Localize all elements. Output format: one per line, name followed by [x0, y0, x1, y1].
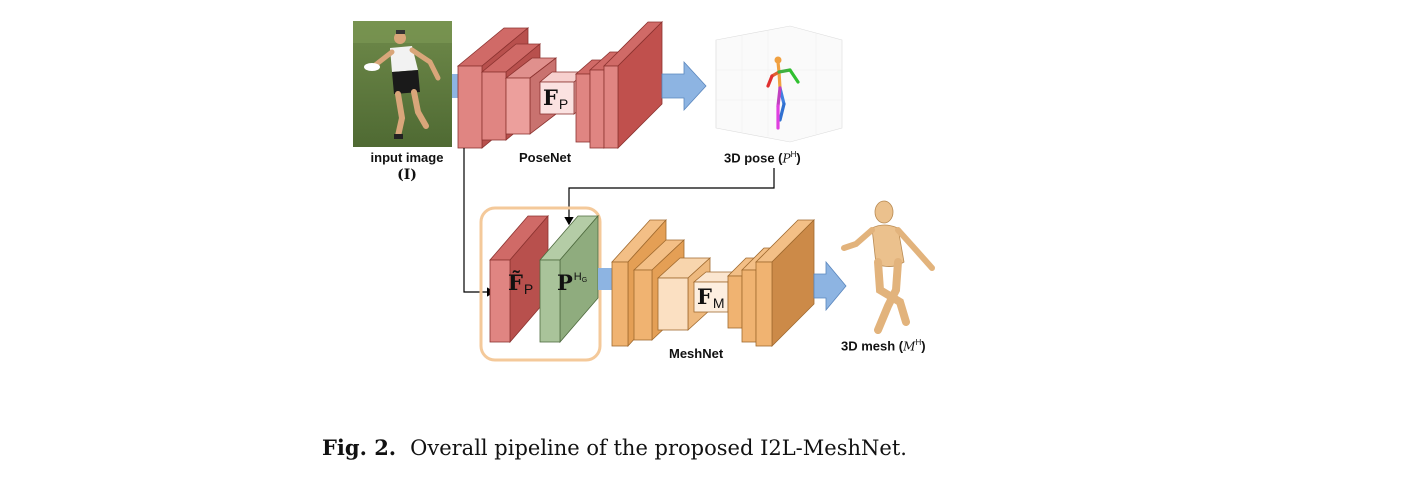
pose-3d-plot: [715, 25, 843, 143]
heatmap-block: [539, 214, 599, 344]
posenet-blocks: [456, 21, 663, 149]
input-connector: [452, 74, 460, 98]
lifted-feature-symbol: F̃P: [508, 270, 533, 297]
pose-3d-label: 3D pose (PH): [724, 150, 801, 165]
input-image: [353, 21, 452, 147]
heatmap-main: P: [557, 270, 573, 295]
meshnet-output-arrow: [813, 260, 847, 312]
posenet-output-arrow: [661, 60, 707, 112]
pose-feedback-arrow: [564, 168, 775, 226]
mesh-3d-suffix: ): [921, 338, 926, 354]
posenet-feature-symbol: FP: [543, 85, 568, 112]
input-image-label: input image (I): [355, 150, 459, 183]
fusion-connector: [598, 268, 612, 290]
mesh-3d-sup: H: [915, 338, 922, 347]
lifted-feature-block: [489, 214, 549, 344]
mesh-3d-prefix: 3D mesh (: [841, 338, 904, 354]
lifted-feature-main: F̃: [508, 270, 523, 295]
input-image-text: input image: [370, 150, 444, 165]
heatmap-symbol: PHG: [557, 270, 587, 295]
caption-text: Overall pipeline of the proposed I2L-Mes…: [410, 436, 907, 460]
meshnet-feature-main: F: [697, 284, 712, 309]
posenet-feature-main: F: [543, 85, 558, 110]
mesh-3d-label: 3D mesh (MH): [841, 338, 926, 353]
feature-skip-arrow: [463, 148, 496, 297]
mesh-3d-symbol: M: [903, 339, 916, 354]
pose-3d-sup: H: [790, 150, 797, 159]
lifted-feature-sub: P: [523, 281, 534, 297]
posenet-feature-sub: P: [558, 96, 569, 112]
meshnet-feature-symbol: FM: [697, 284, 725, 311]
heatmap-sup-sub: G: [581, 277, 588, 284]
meshnet-blocks: [611, 218, 815, 348]
figure-caption: Fig. 2. Overall pipeline of the proposed …: [322, 435, 907, 460]
posenet-label: PoseNet: [519, 150, 572, 165]
input-image-symbol: (I): [397, 167, 417, 183]
mesh-3d-figure: [841, 200, 935, 334]
meshnet-label: MeshNet: [669, 346, 724, 361]
heatmap-sup: H: [573, 271, 582, 283]
pose-3d-suffix: ): [796, 150, 801, 166]
pose-3d-symbol: P: [782, 151, 791, 166]
caption-label: Fig. 2.: [322, 435, 397, 460]
pose-3d-prefix: 3D pose (: [724, 150, 783, 166]
meshnet-feature-sub: M: [712, 295, 725, 311]
